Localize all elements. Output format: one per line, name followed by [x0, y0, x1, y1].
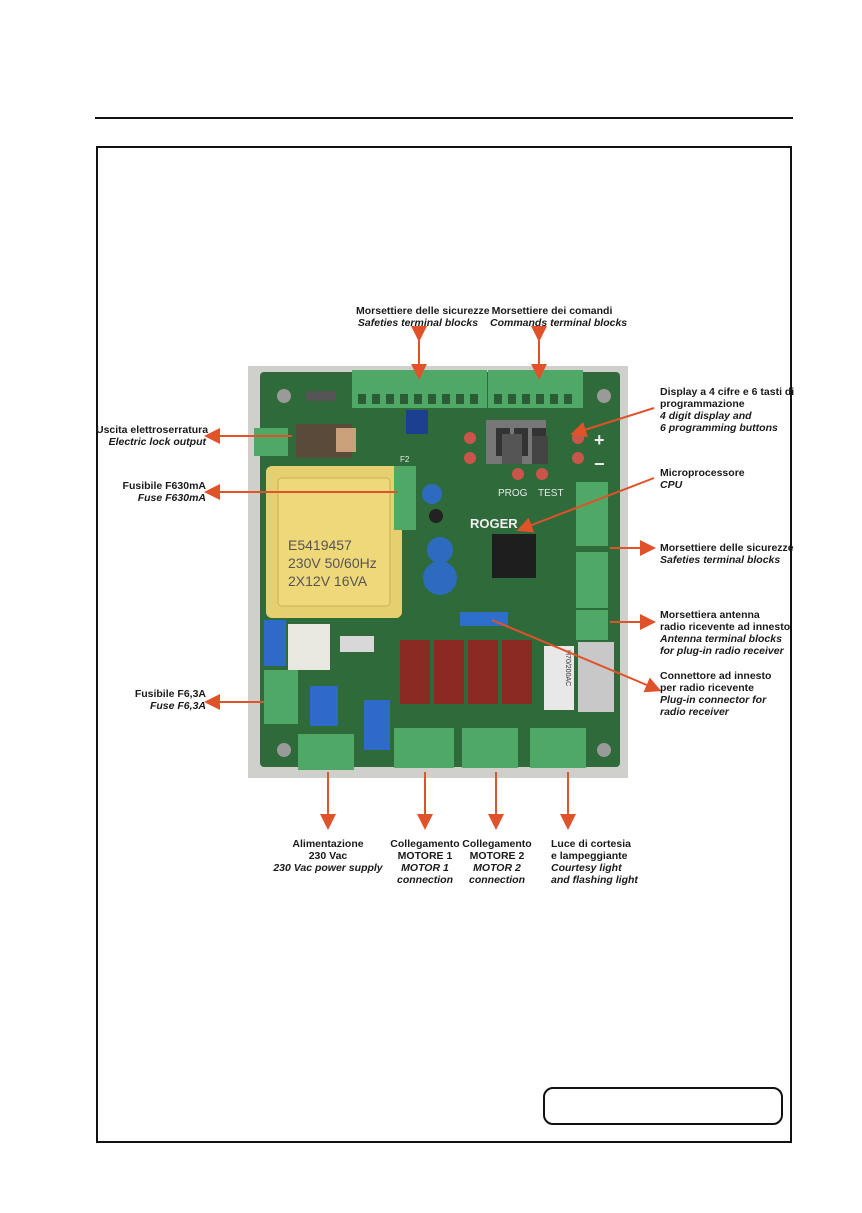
label-safeties-right: Morsettiere delle sicurezze Safeties ter… — [660, 542, 794, 566]
minus-symbol: − — [594, 454, 605, 474]
header-rule — [95, 117, 793, 119]
brand-label: ROGER — [470, 516, 518, 531]
label-cpu: Microprocessore CPU — [660, 467, 745, 491]
control-board-photo: E5419457 230V 50/60Hz 2X12V 16VA F2 PROG… — [248, 366, 628, 778]
figure-frame — [96, 146, 792, 1143]
label-light: Luce di cortesia e lampeggiante Courtesy… — [551, 838, 638, 886]
label-motor1: Collegamento MOTORE 1 MOTOR 1 connection — [390, 838, 460, 886]
label-display: Display a 4 cifre e 6 tasti di programma… — [660, 386, 795, 434]
label-fuse1: Fusibile F630mA Fuse F630mA — [122, 480, 206, 504]
f2-label: F2 — [400, 455, 410, 464]
transformer-line-1: E5419457 — [288, 537, 352, 553]
test-label: TEST — [538, 488, 564, 499]
label-power: Alimentazione 230 Vac 230 Vac power supp… — [273, 838, 383, 874]
plus-symbol: + — [594, 430, 605, 450]
label-radio-connector: Connettore ad innesto per radio ricevent… — [660, 670, 772, 718]
transformer-line-3: 2X12V 16VA — [288, 573, 368, 589]
receiver-label: H70/200AC — [564, 650, 571, 686]
label-safeties-top: Morsettiere delle sicurezze Safeties ter… — [356, 305, 490, 329]
label-antenna: Morsettiera antenna radio ricevente ad i… — [660, 609, 791, 657]
label-motor2: Collegamento MOTORE 2 MOTOR 2 connection — [462, 838, 532, 886]
label-lock: Uscita elettroserratura Electric lock ou… — [96, 424, 209, 448]
label-fuse2: Fusibile F6,3A Fuse F6,3A — [134, 688, 206, 712]
page-number-box — [543, 1087, 783, 1125]
prog-label: PROG — [498, 488, 528, 499]
label-commands-top: Morsettiere dei comandi Commands termina… — [490, 305, 628, 329]
transformer-line-2: 230V 50/60Hz — [288, 555, 377, 571]
